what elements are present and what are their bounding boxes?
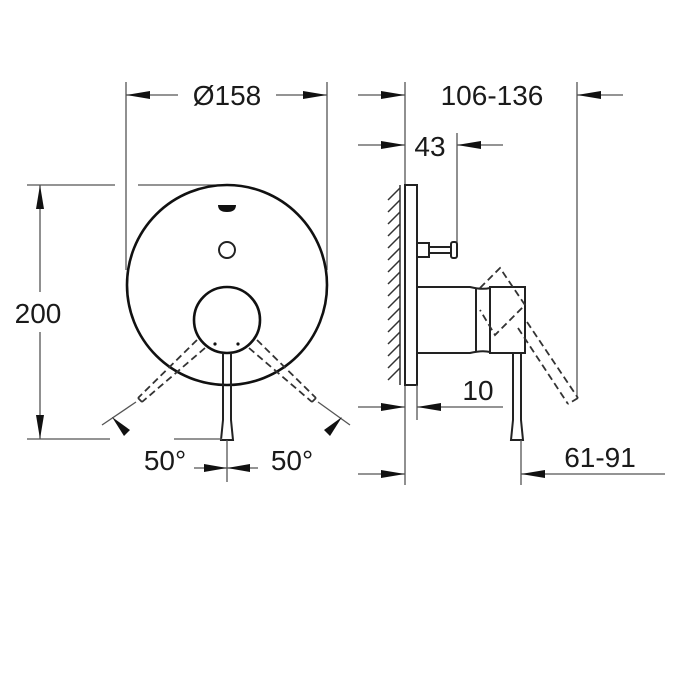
arrow-icon — [521, 470, 545, 478]
hub-dot — [213, 342, 217, 346]
angle-leader-right — [317, 401, 351, 426]
arrow-icon — [204, 464, 227, 472]
handle-cap — [489, 286, 526, 354]
arrow-icon — [417, 403, 441, 411]
arrow-icon — [381, 403, 405, 411]
side-view: 106-136 43 — [358, 80, 665, 485]
arrow-icon — [126, 91, 150, 99]
arrow-icon — [577, 91, 601, 99]
diverter-depth-label: 43 — [414, 131, 445, 162]
lever-offset-label: 61-91 — [564, 442, 636, 473]
total-depth-label: 106-136 — [441, 80, 544, 111]
arrow-icon — [303, 91, 327, 99]
lever-handle — [219, 353, 235, 441]
wall-hatching — [387, 185, 401, 385]
arrow-icon — [381, 470, 405, 478]
arrow-icon — [381, 141, 405, 149]
arrow-icon — [381, 91, 405, 99]
handle-hub — [192, 285, 262, 355]
front-view: Ø158 200 — [15, 80, 351, 482]
handle-body — [417, 286, 491, 354]
diverter-stem — [416, 242, 430, 258]
angle-left-label: 50° — [144, 445, 186, 476]
angle-leader-left — [101, 401, 137, 426]
arrow-icon — [112, 417, 130, 436]
lever-left-position — [137, 339, 206, 403]
lever-raised-position — [479, 266, 579, 405]
diverter-cap — [450, 241, 458, 259]
lever-right-position — [248, 339, 317, 403]
diverter-knob — [218, 241, 236, 259]
arrow-icon — [36, 185, 44, 209]
plate-thickness-label: 10 — [462, 375, 493, 406]
arrow-icon — [227, 464, 250, 472]
diameter-label: Ø158 — [193, 80, 262, 111]
hub-dot — [236, 342, 240, 346]
indicator-slot-icon — [218, 205, 236, 212]
angle-right-label: 50° — [271, 445, 313, 476]
lever-side — [509, 353, 525, 441]
arrow-icon — [324, 417, 342, 436]
height-label: 200 — [15, 298, 62, 329]
plate-side — [404, 184, 418, 386]
rosette-plate — [125, 183, 329, 387]
arrow-icon — [457, 141, 481, 149]
arrow-icon — [36, 415, 44, 439]
